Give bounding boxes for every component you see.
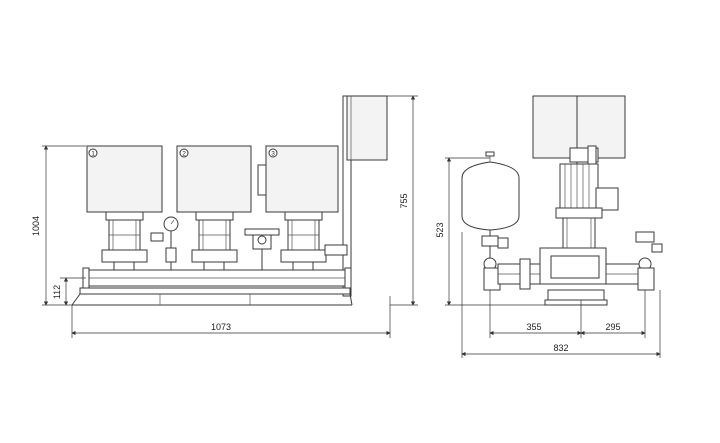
left-valve-assembly xyxy=(481,235,541,291)
dim-label-1004: 1004 xyxy=(31,216,41,236)
dim-side-offsets: 355 295 xyxy=(489,290,646,338)
dim-label-295: 295 xyxy=(605,322,620,332)
pump-3: 3 xyxy=(257,145,339,271)
dim-panel-height: 755 xyxy=(351,95,418,306)
side-motor xyxy=(555,163,619,219)
front-view: 1 2 xyxy=(31,95,418,338)
isolation-valve xyxy=(244,228,280,270)
dim-label-755: 755 xyxy=(399,193,409,208)
side-view: 523 355 295 832 xyxy=(435,95,663,358)
control-panel xyxy=(342,95,388,297)
dim-total-height: 1004 xyxy=(31,145,86,306)
right-valve-assembly xyxy=(605,231,663,291)
dim-width: 1073 xyxy=(71,296,391,338)
expansion-tank xyxy=(461,151,520,262)
pump-1: 1 xyxy=(86,145,163,271)
pump-3-marker: 3 xyxy=(271,151,275,158)
dim-label-523: 523 xyxy=(435,222,445,237)
dim-label-832: 832 xyxy=(553,343,568,353)
pump-1-marker: 1 xyxy=(91,151,95,158)
dim-pipe-height: 112 xyxy=(52,277,86,306)
dim-label-355: 355 xyxy=(526,322,541,332)
manifold-pipe xyxy=(82,267,352,289)
base-frame xyxy=(71,287,353,306)
pressure-gauge xyxy=(150,216,179,270)
dim-label-112: 112 xyxy=(52,285,62,299)
pump-2-marker: 2 xyxy=(182,151,186,158)
pump-2: 2 xyxy=(176,145,252,271)
side-pump-body xyxy=(539,217,607,303)
side-base xyxy=(544,299,608,306)
dim-label-1073: 1073 xyxy=(211,322,231,332)
dim-side-depth: 832 xyxy=(461,232,661,358)
